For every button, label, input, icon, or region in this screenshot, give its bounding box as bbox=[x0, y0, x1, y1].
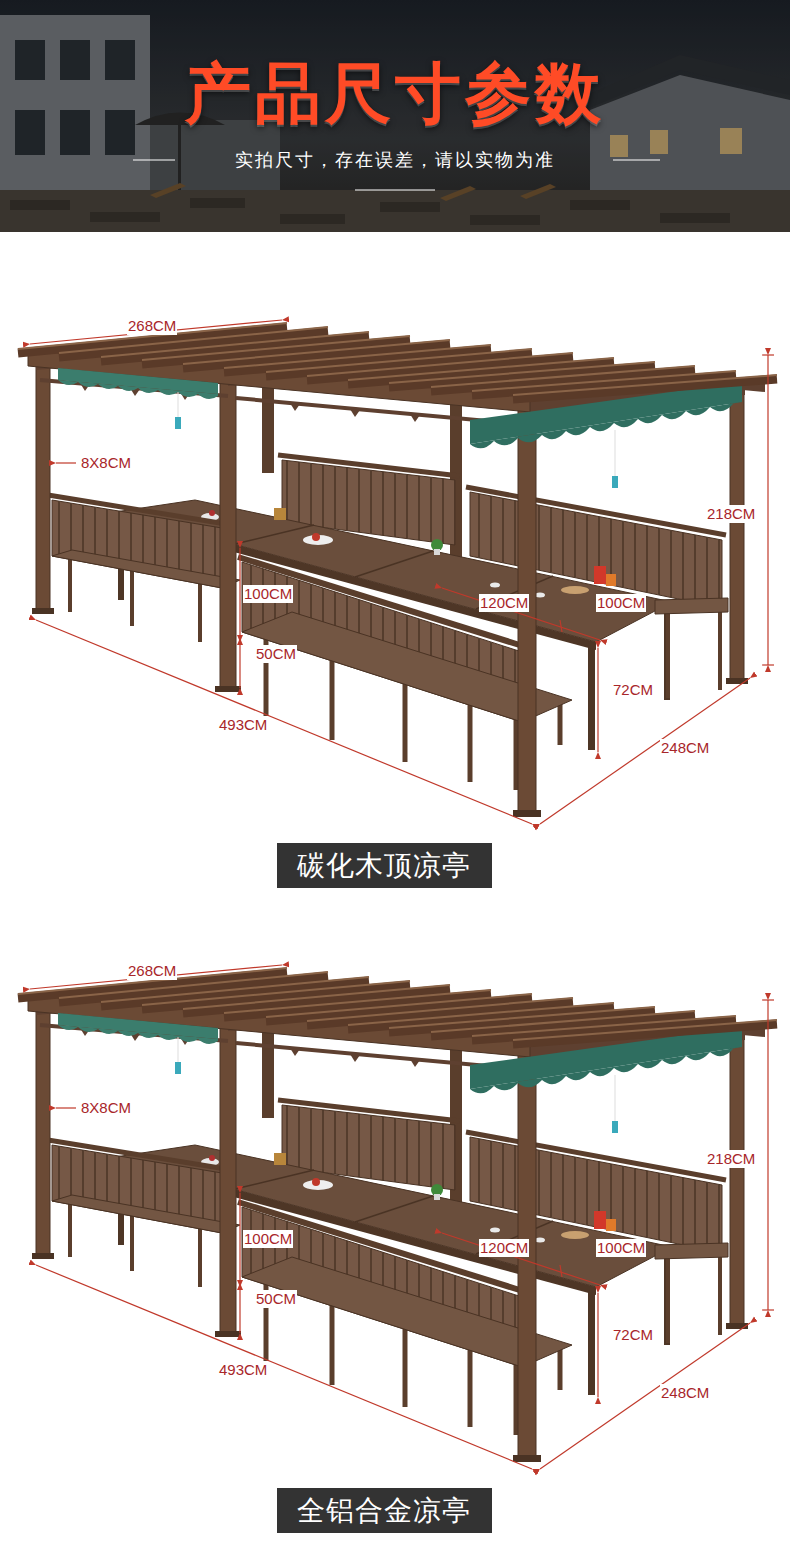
dimension-label: 100CM bbox=[243, 585, 293, 603]
dimension-label: 120CM bbox=[479, 1239, 529, 1257]
caption-text: 碳化木顶凉亭 bbox=[297, 843, 471, 888]
dimension-label: 248CM bbox=[660, 1384, 710, 1402]
dimension-label: 218CM bbox=[706, 505, 756, 523]
dimension-label: 248CM bbox=[660, 739, 710, 757]
dimension-label: 8X8CM bbox=[80, 454, 132, 472]
dimension-label: 100CM bbox=[596, 1239, 646, 1257]
dimension-label: 72CM bbox=[612, 681, 654, 699]
dimension-label: 268CM bbox=[127, 962, 177, 980]
dimension-label: 100CM bbox=[596, 594, 646, 612]
dimension-label: 493CM bbox=[218, 716, 268, 734]
caption-box: 全铝合金凉亭 bbox=[277, 1488, 492, 1533]
subtitle: 实拍尺寸，存在误差，请以实物为准 bbox=[235, 149, 555, 171]
dimension-label: 50CM bbox=[255, 645, 297, 663]
dimension-label: 8X8CM bbox=[80, 1099, 132, 1117]
dimension-label: 268CM bbox=[127, 317, 177, 335]
dimension-label: 120CM bbox=[479, 594, 529, 612]
dimension-label: 50CM bbox=[255, 1290, 297, 1308]
dimension-label: 100CM bbox=[243, 1230, 293, 1248]
dimension-label: 218CM bbox=[706, 1150, 756, 1168]
dimension-label: 493CM bbox=[218, 1361, 268, 1379]
dimension-label: 72CM bbox=[612, 1326, 654, 1344]
caption-text: 全铝合金凉亭 bbox=[297, 1488, 471, 1533]
page-title: 产品尺寸参数 bbox=[185, 56, 605, 132]
caption-box: 碳化木顶凉亭 bbox=[277, 843, 492, 888]
